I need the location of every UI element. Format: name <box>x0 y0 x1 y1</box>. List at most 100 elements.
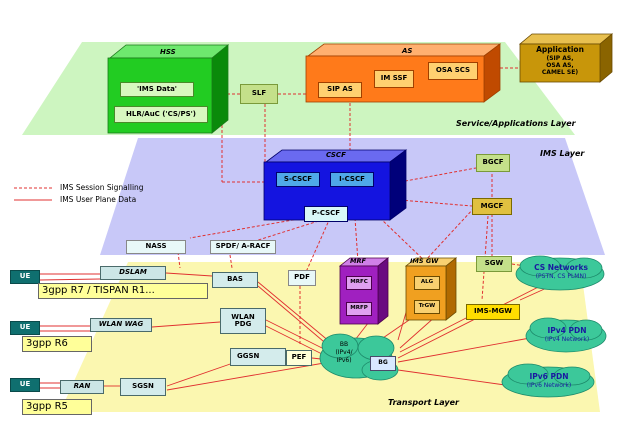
ggsn-box: GGSN <box>230 348 286 366</box>
wlan-pdg-box: WLAN PDG <box>220 308 266 334</box>
bb-label-2: (IPv4/ <box>335 349 353 356</box>
osa-scs-label: OSA SCS <box>435 66 471 75</box>
ipv4-pdn-cloud <box>525 317 607 353</box>
application-sub-3: CAMEL SE) <box>541 69 579 76</box>
im-ssf-label: IM SSF <box>380 74 408 83</box>
ims-gw-title: IMS GW <box>410 257 439 265</box>
nass-label: NASS <box>145 242 167 251</box>
ue-r6-label: UE <box>19 323 31 332</box>
bb-label-1: BB <box>339 341 349 348</box>
trgw-label: TrGW <box>418 303 436 310</box>
r7-label-box: 3gpp R7 / TISPAN R1... <box>38 283 208 299</box>
ue-r7-box: UE <box>10 270 40 284</box>
ipv6-pdn-title: IPv6 PDN <box>529 372 569 381</box>
as-title: AS <box>402 47 413 55</box>
transport-layer-label: Transport Layer <box>388 398 459 407</box>
hss-title: HSS <box>160 48 176 56</box>
s-cscf-box: S-CSCF <box>276 172 320 187</box>
hlr-auc-box: HLR/AuC ('CS/PS') <box>114 106 208 123</box>
sgsn-label: SGSN <box>132 382 154 391</box>
alg-label: ALG <box>420 279 434 286</box>
cs-networks-title: CS Networks <box>534 263 588 272</box>
mgcf-label: MGCF <box>480 201 504 210</box>
ue-r5-box: UE <box>10 378 40 392</box>
sip-as-label: SIP AS <box>327 85 353 94</box>
wlan-wag-label: WLAN WAG <box>98 320 144 329</box>
bgcf-box: BGCF <box>476 154 510 172</box>
wlan-pdg-label-2: PDG <box>234 320 252 328</box>
bb-label-3: IPv6) <box>336 357 352 364</box>
sip-as-box: SIP AS <box>318 82 362 98</box>
dslam-label: DSLAM <box>119 268 147 277</box>
cs-networks-sub: (PSTN, CS PLMN) <box>535 273 587 280</box>
s-cscf-label: S-CSCF <box>283 174 313 183</box>
ims-mgw-label: IMS-MGW <box>474 307 512 316</box>
mgcf-box: MGCF <box>472 198 512 215</box>
slf-box: SLF <box>240 84 278 104</box>
nass-box: NASS <box>126 240 186 254</box>
hlr-auc-label: HLR/AuC ('CS/PS') <box>126 109 196 118</box>
p-cscf-box: P-CSCF <box>304 206 348 222</box>
ue-r7-label: UE <box>19 272 31 281</box>
r5-label-box: 3gpp R5 <box>22 399 92 415</box>
p-cscf-label: P-CSCF <box>311 209 341 218</box>
pef-box: PEF <box>286 350 312 366</box>
service-layer-label: Service/Applications Layer <box>456 119 576 128</box>
ue-r5-label: UE <box>19 380 31 389</box>
wlan-pdg-label-1: WLAN <box>231 312 255 321</box>
pdf-box: PDF <box>288 270 316 286</box>
ipv6-pdn-sub: (IPv6 Network) <box>526 382 572 389</box>
im-ssf-box: IM SSF <box>374 70 414 88</box>
legend-signalling-label: IMS Session Signalling <box>60 183 144 192</box>
pef-label: PEF <box>291 353 307 362</box>
mrfc-box: MRFC <box>346 276 372 290</box>
bas-label: BAS <box>227 275 243 284</box>
ims-data-box: 'IMS Data' <box>120 82 194 97</box>
alg-box: ALG <box>414 276 440 290</box>
application-sub-2: OSA AS, <box>546 62 574 69</box>
ggsn-label: GGSN <box>237 352 260 361</box>
signalling-lines <box>177 67 553 344</box>
ipv4-pdn-sub: (IPv4 Network) <box>544 336 590 343</box>
wlan-wag-box: WLAN WAG <box>90 318 152 332</box>
spdf-box: SPDF/ A-RACF <box>210 240 276 254</box>
bas-box: BAS <box>212 272 258 288</box>
application-title: Application <box>536 45 584 54</box>
sgsn-box: SGSN <box>120 378 166 396</box>
legend-user-plane-label: IMS User Plane Data <box>60 195 137 204</box>
r6-label: 3gpp R6 <box>26 337 68 349</box>
ipv4-pdn-title: IPv4 PDN <box>547 326 587 335</box>
bg-label: BG <box>378 359 388 367</box>
r5-label: 3gpp R5 <box>26 400 68 412</box>
osa-scs-box: OSA SCS <box>428 62 478 80</box>
spdf-label: SPDF/ A-RACF <box>215 242 271 251</box>
sgw-label: SGW <box>484 259 504 268</box>
dslam-box: DSLAM <box>100 266 166 280</box>
slf-label: SLF <box>251 89 267 98</box>
pdf-label: PDF <box>294 273 310 282</box>
ipv6-pdn-cloud <box>501 363 595 398</box>
mrf-title: MRF <box>350 257 366 265</box>
i-cscf-box: I-CSCF <box>330 172 374 187</box>
application-box <box>518 33 614 83</box>
sgw-box: SGW <box>476 256 512 272</box>
cs-networks-cloud <box>515 255 605 291</box>
ran-label: RAN <box>73 382 91 391</box>
ims-mgw-box: IMS-MGW <box>466 304 520 320</box>
r7-label: 3gpp R7 / TISPAN R1... <box>42 284 155 296</box>
mrfp-label: MRFP <box>350 305 368 312</box>
mrfc-label: MRFC <box>350 279 368 286</box>
ran-box: RAN <box>60 380 104 394</box>
bgcf-label: BGCF <box>482 158 504 167</box>
cscf-title: CSCF <box>326 151 346 159</box>
ims-layer-label: IMS Layer <box>540 149 585 158</box>
trgw-box: TrGW <box>414 300 440 314</box>
ims-data-label: 'IMS Data' <box>137 84 177 93</box>
application-sub-1: (SIP AS, <box>546 55 574 62</box>
r6-label-box: 3gpp R6 <box>22 336 92 352</box>
bg-box: BG <box>370 356 396 371</box>
ue-r6-box: UE <box>10 321 40 335</box>
mrfp-box: MRFP <box>346 302 372 316</box>
i-cscf-label: I-CSCF <box>339 174 365 183</box>
